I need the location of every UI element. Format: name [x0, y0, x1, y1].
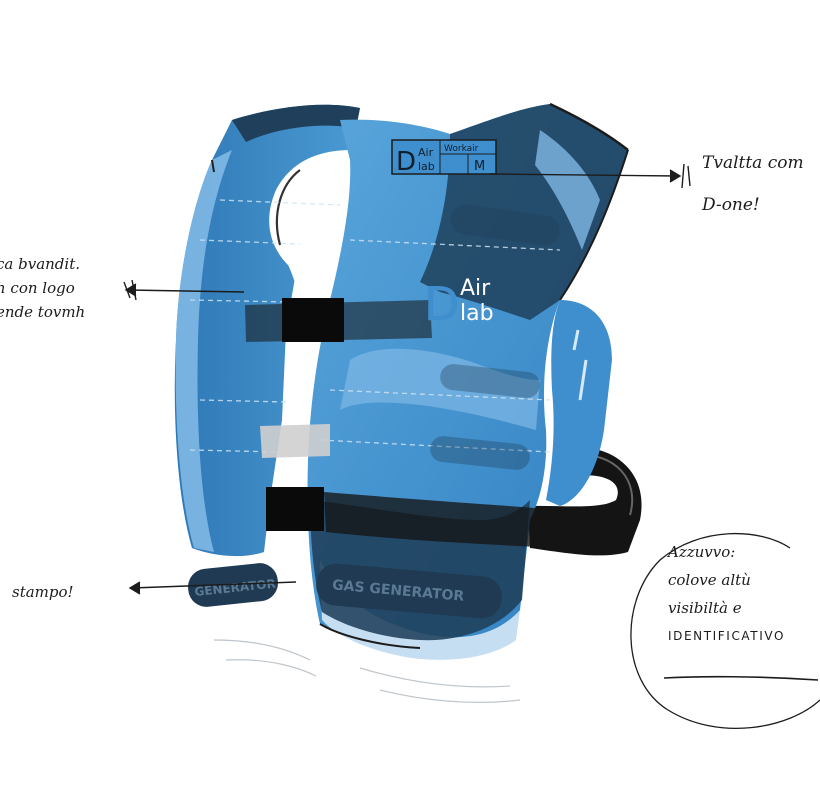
note-right-top: Tvaltta com D-one! — [702, 142, 804, 226]
chest-logo-line1: Air — [460, 276, 491, 301]
note-line-caps: IDENTIFICATIVO — [668, 629, 786, 643]
note-line: colove altù — [668, 571, 751, 589]
note-left-bottom: stampo! — [12, 580, 74, 604]
size-label-mark: D — [396, 147, 416, 177]
size-label-size: M — [474, 159, 485, 174]
note-left-top: ca bvandit. h con logo ende tovmh — [0, 252, 85, 324]
chest-strap — [245, 298, 432, 342]
ground-hatching — [213, 639, 521, 703]
waist-buckle — [260, 424, 560, 548]
annotation-arrows — [123, 163, 691, 595]
gas-generator-front: GAS GENERATOR — [316, 563, 502, 619]
note-line: D-one! — [702, 195, 760, 215]
note-line: visibiltà e — [668, 599, 742, 617]
callout-circle — [630, 532, 820, 729]
note-line: ca bvandit. — [0, 255, 80, 273]
chest-logo-mark: D — [424, 277, 459, 331]
chest-logo-line2: lab — [460, 301, 494, 326]
size-label: D Air lab Workair M — [391, 139, 497, 177]
neck-opening — [275, 163, 340, 360]
note-line: Tvaltta com — [702, 153, 804, 173]
note-circle: Azzuvvo: colove altù visibiltà e IDENTIF… — [668, 538, 785, 650]
size-label-model: Workair — [444, 144, 479, 154]
note-line: h con logo — [0, 279, 75, 297]
vest-side-panel — [546, 300, 612, 506]
size-label-line1: Air — [418, 146, 434, 159]
note-line: stampo! — [12, 583, 74, 601]
chest-logo: D Air lab — [424, 276, 494, 331]
underline-stroke — [663, 675, 819, 681]
note-line: ende tovmh — [0, 303, 86, 321]
note-line: Azzuvvo: — [668, 543, 736, 561]
size-label-line2: lab — [418, 160, 435, 173]
